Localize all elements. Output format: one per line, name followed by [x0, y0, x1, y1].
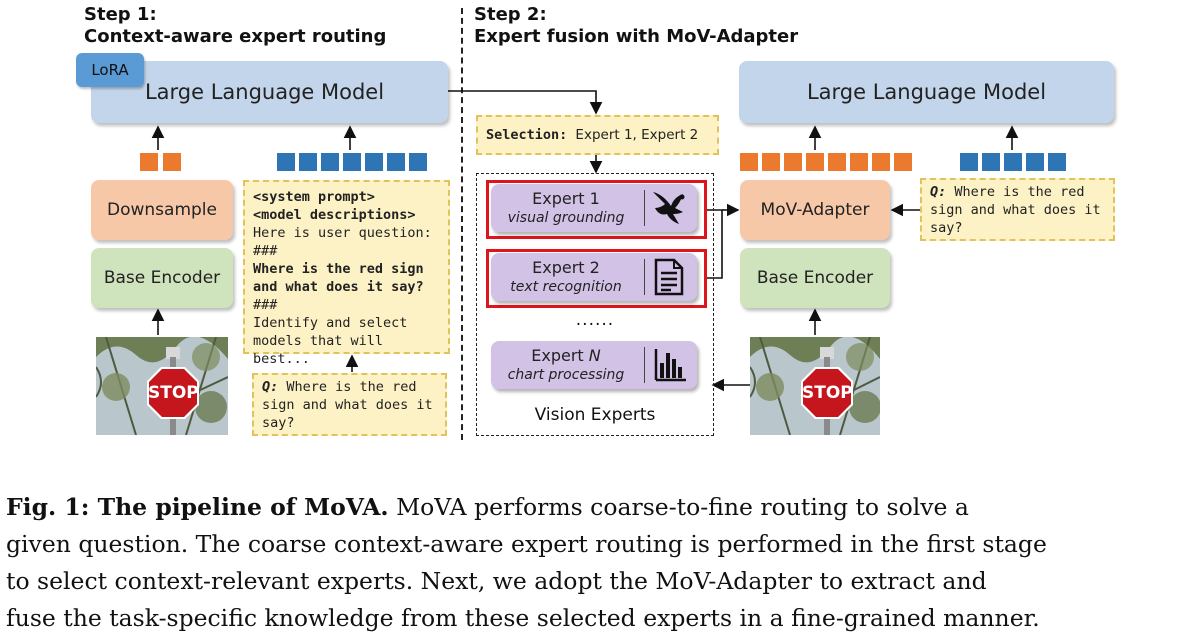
prompt-line: <system prompt> [253, 189, 375, 205]
visual-token [894, 153, 912, 171]
prompt-line: models that will best... [253, 333, 384, 367]
routing-prompt-note: <system prompt> <model descriptions> Her… [243, 180, 450, 367]
visual-token [140, 153, 158, 171]
text-token [1048, 153, 1066, 171]
prompt-line: ### [253, 297, 278, 313]
experts-ellipsis: ...... [575, 310, 615, 330]
prompt-line: Here is user question: [253, 225, 432, 241]
expert-1-highlight [486, 180, 707, 239]
stop-sign-image-right: STOP [750, 337, 880, 435]
prompt-line: ### [253, 243, 278, 259]
text-tokens-left [277, 153, 427, 171]
stage-divider [461, 8, 463, 440]
expert-n-card: Expert N chart processing [491, 341, 697, 389]
text-token [299, 153, 317, 171]
text-token [960, 153, 978, 171]
text-token [321, 153, 339, 171]
question-line: say? [262, 415, 295, 431]
expert-2-card: Expert 2 text recognition [491, 253, 697, 301]
selection-value: Expert 1, Expert 2 [575, 127, 699, 143]
question-line: sign and what does it [262, 397, 433, 413]
llm-box-left: Large Language Model [91, 61, 448, 123]
question-note-right: Q: Where is the red sign and what does i… [920, 178, 1115, 241]
text-token [1004, 153, 1022, 171]
llm-label-left: Large Language Model [144, 80, 385, 104]
connector-arrows [151, 90, 1019, 392]
text-token [277, 153, 295, 171]
expert-2-name: Expert 2 [532, 258, 600, 277]
visual-token [850, 153, 868, 171]
text-token [982, 153, 1000, 171]
step2-title: Step 2: Expert fusion with MoV-Adapter [474, 4, 799, 47]
downsample-box: Downsample [91, 180, 233, 240]
text-token [387, 153, 405, 171]
selection-note: Selection: Expert 1, Expert 2 [476, 115, 719, 155]
stop-sign-image-left: STOP [96, 337, 228, 435]
expert-divider [644, 347, 645, 383]
expert-1-task: visual grounding [507, 210, 625, 226]
downsample-label: Downsample [107, 200, 217, 220]
text-token [1026, 153, 1044, 171]
expert-n-task: chart processing [507, 367, 625, 383]
text-token [365, 153, 383, 171]
text-tokens-right [960, 153, 1066, 171]
expert-2-highlight [486, 249, 707, 308]
visual-token [784, 153, 802, 171]
expert-divider [644, 190, 645, 226]
caption-label: Fig. 1: The pipeline of MoVA. [6, 493, 389, 521]
mov-adapter-label: MoV-Adapter [760, 200, 870, 220]
llm-label-right: Large Language Model [806, 80, 1047, 104]
expert-2-task: text recognition [510, 279, 622, 295]
caption-line: Fig. 1: The pipeline of MoVA. MoVA perfo… [6, 493, 969, 521]
visual-token [163, 153, 181, 171]
expert-n-name: Expert N [531, 346, 601, 365]
question-note-left: Q: Where is the red sign and what does i… [252, 373, 447, 436]
vision-experts-container [476, 173, 714, 436]
vision-experts-label: Vision Experts [534, 405, 656, 425]
base-encoder-label-right: Base Encoder [756, 268, 874, 288]
mov-adapter-box: MoV-Adapter [740, 180, 890, 240]
prompt-line: Identify and select [253, 315, 408, 331]
text-token [343, 153, 361, 171]
visual-token [762, 153, 780, 171]
base-encoder-label-left: Base Encoder [103, 268, 221, 288]
prompt-line: <model descriptions> [253, 207, 416, 223]
caption-line: fuse the task-specific knowledge from th… [6, 604, 1040, 632]
stop-sign-text-right: STOP [802, 383, 853, 403]
visual-token [806, 153, 824, 171]
fused-visual-tokens [740, 153, 912, 171]
selection-label: Selection: [486, 127, 568, 143]
stop-sign-text-left: STOP [148, 383, 199, 403]
question-label-left: Q: [262, 379, 279, 395]
eagle-icon [653, 192, 685, 224]
document-icon [654, 258, 684, 296]
question-label-right: Q: [930, 184, 947, 200]
downsampled-tokens [140, 153, 182, 171]
expert-1-card: Expert 1 visual grounding [491, 184, 697, 232]
prompt-line: and what does it say? [253, 279, 424, 295]
visual-token [828, 153, 846, 171]
lora-label: LoRA [91, 61, 129, 79]
prompt-line: Where is the red sign [253, 261, 424, 277]
llm-box-right: Large Language Model [739, 61, 1114, 123]
caption-line: given question. The coarse context-aware… [6, 530, 1047, 558]
step1-title: Step 1: Context-aware expert routing [84, 4, 387, 47]
expert-divider [644, 259, 645, 295]
text-token [409, 153, 427, 171]
question-line: Where is the red [954, 184, 1085, 200]
base-encoder-box-left: Base Encoder [91, 248, 233, 308]
lora-tag: LoRA [76, 53, 144, 87]
figure-caption: Fig. 1: The pipeline of MoVA. MoVA perfo… [6, 489, 1186, 637]
question-line: sign and what does it [930, 202, 1101, 218]
question-line: say? [930, 220, 963, 236]
bar-chart-icon [654, 349, 686, 382]
visual-token [872, 153, 890, 171]
caption-line: to select context-relevant experts. Next… [6, 567, 987, 595]
question-line: Where is the red [286, 379, 417, 395]
visual-token [740, 153, 758, 171]
expert-1-name: Expert 1 [532, 189, 600, 208]
base-encoder-box-right: Base Encoder [740, 248, 890, 308]
